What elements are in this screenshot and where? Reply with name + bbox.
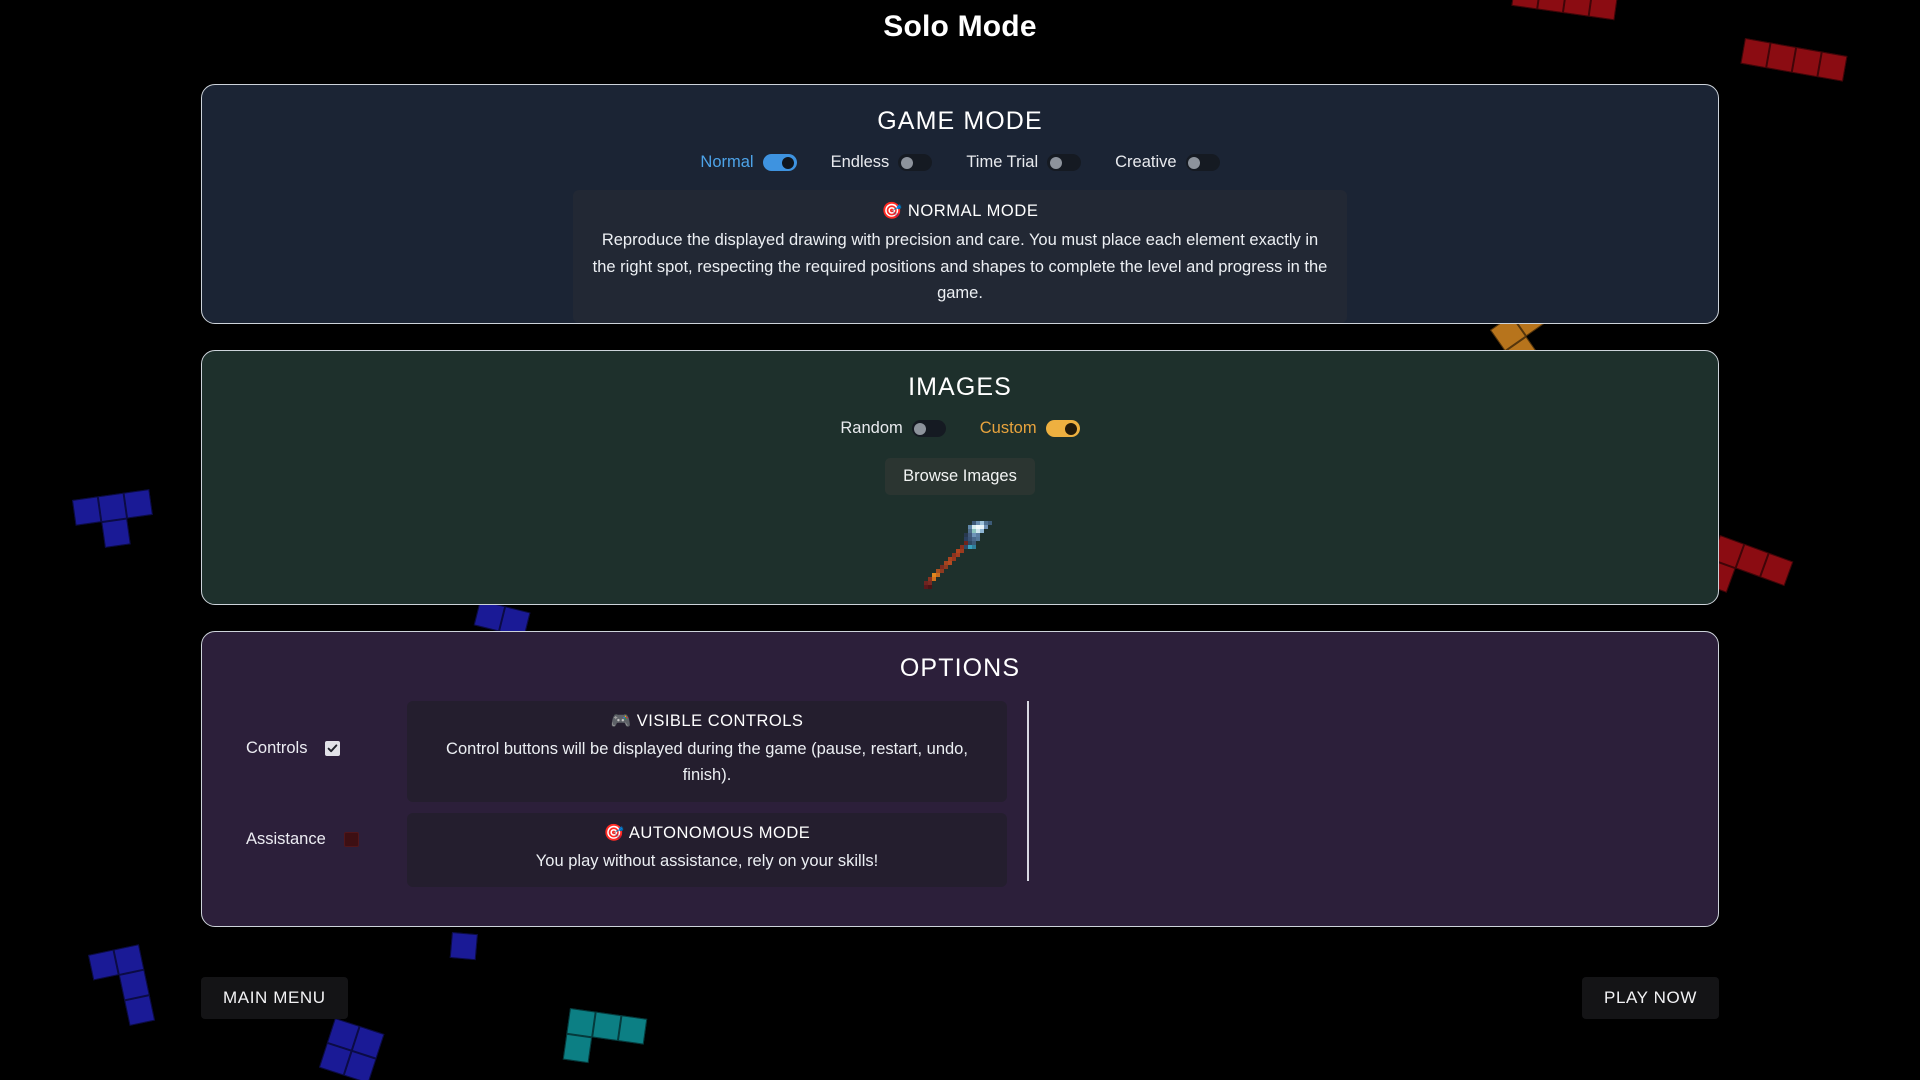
- images-title: IMAGES: [908, 373, 1012, 401]
- tetromino-cell: [318, 1042, 352, 1076]
- custom-image-thumbnail[interactable]: [916, 509, 1004, 597]
- options-panel: OPTIONS Controls Assistance: [201, 631, 1719, 927]
- tetromino-cell: [1766, 42, 1797, 73]
- game-mode-description-body: Reproduce the displayed drawing with pre…: [592, 231, 1328, 303]
- tetromino-cell: [123, 489, 153, 519]
- tetromino-cell: [592, 1011, 622, 1041]
- gamepad-icon: 🎮: [610, 712, 632, 730]
- option-card-body: You play without assistance, rely on you…: [535, 851, 879, 870]
- toggle-switch-random[interactable]: [911, 420, 946, 437]
- tetromino-cell: [343, 1050, 377, 1080]
- game-mode-description-heading: 🎯 NORMAL MODE: [589, 202, 1331, 221]
- option-card-heading: 🎮 VISIBLE CONTROLS: [423, 712, 991, 731]
- page-title: Solo Mode: [883, 10, 1037, 43]
- checkbox-controls[interactable]: [325, 741, 341, 756]
- images-option-random[interactable]: Random: [840, 419, 946, 438]
- options-title: OPTIONS: [899, 654, 1021, 682]
- play-now-button[interactable]: PLAY NOW: [1582, 977, 1719, 1019]
- option-row-assistance[interactable]: Assistance: [246, 796, 407, 882]
- images-option-label: Random: [840, 419, 903, 437]
- option-card-heading-text: VISIBLE CONTROLS: [636, 712, 804, 730]
- option-label-assistance: Assistance: [246, 829, 326, 848]
- options-label-column: Controls Assistance: [202, 701, 407, 887]
- tetromino-cell: [101, 518, 131, 548]
- toggle-knob: [1065, 422, 1078, 435]
- game-mode-option-creative[interactable]: Creative: [1115, 153, 1220, 172]
- game-mode-description-heading-text: NORMAL MODE: [907, 202, 1039, 220]
- tetromino-cell: [1791, 47, 1822, 78]
- check-icon: [328, 744, 338, 753]
- tetromino-cell: [88, 949, 119, 981]
- tetromino-cell: [113, 944, 145, 976]
- tetromino-cell: [124, 995, 156, 1026]
- custom-image-thumbnail-wrapper[interactable]: [202, 509, 1718, 597]
- browse-images-button[interactable]: Browse Images: [885, 458, 1035, 495]
- options-body: Controls Assistance: [202, 701, 1718, 888]
- game-mode-option-time-trial[interactable]: Time Trial: [966, 153, 1082, 172]
- tetromino-cell: [617, 1015, 648, 1045]
- option-card-heading: 🎯 AUTONOMOUS MODE: [423, 824, 991, 843]
- tetromino-cell: [1735, 543, 1769, 578]
- toggle-switch-custom[interactable]: [1045, 420, 1080, 437]
- tetromino-cell: [1759, 552, 1794, 587]
- toggle-switch-normal[interactable]: [762, 154, 797, 171]
- tetromino-cell: [449, 932, 478, 961]
- images-panel: IMAGES Random Custom Browse Images: [201, 350, 1719, 605]
- images-option-custom[interactable]: Custom: [980, 419, 1080, 438]
- target-icon: 🎯: [881, 202, 903, 220]
- toggle-switch-creative[interactable]: [1185, 154, 1220, 171]
- game-mode-toggle-row: Normal Endless Time Trial Creative: [202, 153, 1718, 172]
- tetromino-cell: [1511, 0, 1541, 10]
- tetromino-cell: [1817, 51, 1848, 82]
- toggle-switch-time-trial[interactable]: [1047, 154, 1082, 171]
- tetromino-cell: [72, 496, 102, 526]
- option-card-visible-controls: 🎮 VISIBLE CONTROLS Control buttons will …: [407, 701, 1007, 802]
- tetromino-cell: [118, 969, 150, 1001]
- images-toggle-row: Random Custom: [202, 419, 1718, 438]
- game-mode-title: GAME MODE: [877, 107, 1043, 135]
- toggle-knob: [782, 156, 795, 169]
- toggle-knob: [1049, 156, 1062, 169]
- options-card-column: 🎮 VISIBLE CONTROLS Control buttons will …: [407, 701, 1007, 888]
- toggle-knob: [914, 422, 927, 435]
- option-label-controls: Controls: [246, 739, 308, 757]
- tetromino-cell: [97, 492, 128, 523]
- toggle-knob: [900, 156, 913, 169]
- tetromino-cell: [562, 1033, 593, 1064]
- checkbox-assistance[interactable]: [343, 831, 359, 847]
- main-menu-button[interactable]: MAIN MENU: [201, 977, 348, 1019]
- option-card-autonomous-mode: 🎯 AUTONOMOUS MODE You play without assis…: [407, 812, 1007, 888]
- game-mode-option-label: Normal: [700, 153, 754, 171]
- option-card-body: Control buttons will be displayed during…: [446, 740, 968, 785]
- options-divider: [1027, 701, 1029, 881]
- tetromino-cell: [326, 1018, 360, 1051]
- game-mode-option-normal[interactable]: Normal: [700, 153, 797, 172]
- option-card-heading-text: AUTONOMOUS MODE: [628, 823, 811, 842]
- game-mode-option-label: Creative: [1115, 153, 1177, 171]
- game-mode-panel: GAME MODE Normal Endless Time Trial Crea…: [201, 84, 1719, 324]
- game-mode-option-label: Time Trial: [966, 153, 1039, 171]
- toggle-switch-endless[interactable]: [898, 154, 933, 171]
- option-row-controls[interactable]: Controls: [246, 701, 407, 796]
- tetromino-cell: [566, 1008, 596, 1038]
- game-mode-option-label: Endless: [830, 153, 890, 171]
- game-mode-description-box: 🎯 NORMAL MODE Reproduce the displayed dr…: [573, 190, 1347, 324]
- target-icon: 🎯: [603, 823, 625, 842]
- tetromino-cell: [351, 1026, 385, 1059]
- toggle-knob: [1188, 156, 1201, 169]
- game-mode-option-endless[interactable]: Endless: [831, 153, 933, 172]
- images-option-label: Custom: [979, 419, 1037, 437]
- options-left-column: Controls Assistance: [202, 701, 1262, 888]
